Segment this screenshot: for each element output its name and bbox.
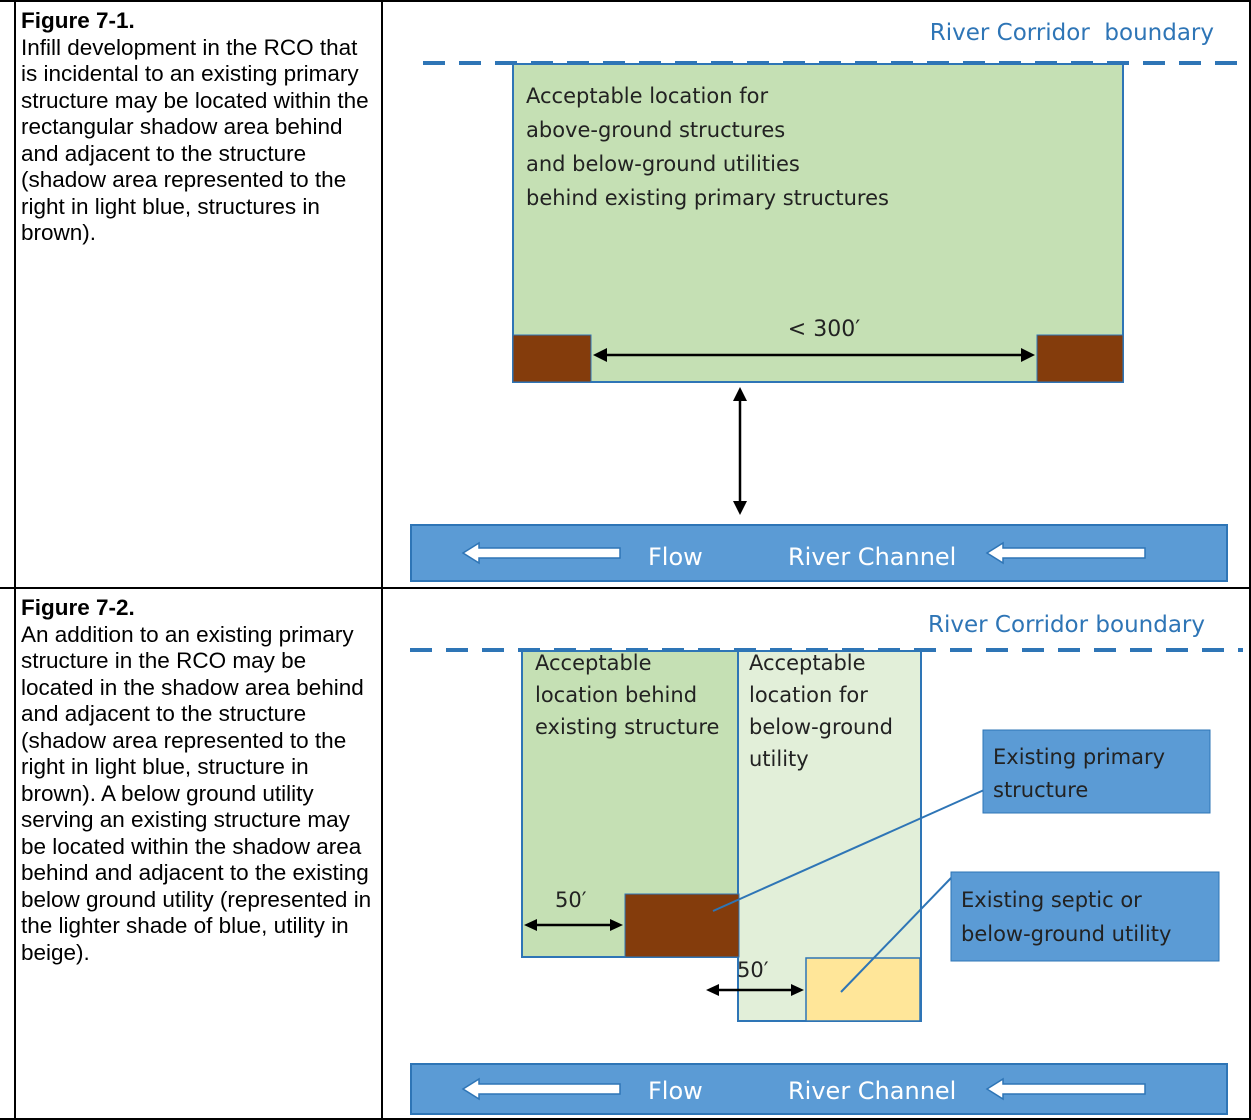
table-border-center [381, 0, 383, 1120]
figure-2-title: Figure 7-2. [21, 595, 135, 620]
existing-septic-utility [805, 957, 921, 1022]
flow-arrow-right [985, 541, 1146, 565]
figure-2-diagram: River Corridor boundary Acceptable locat… [410, 612, 1243, 1115]
arrowhead-down [733, 501, 747, 515]
existing-structure-left [512, 334, 592, 383]
table-border-left [14, 0, 16, 1120]
callout-leader-utility [840, 877, 952, 993]
callout-structure-line-1: Existing primary [993, 745, 1165, 769]
table-border-right [1249, 0, 1251, 1120]
figure-2-description: An addition to an existing primary struc… [21, 621, 372, 965]
existing-primary-structure [624, 893, 740, 958]
distance-label: < 300′ [788, 317, 860, 342]
arrowhead-left [593, 348, 607, 362]
callout-existing-septic [950, 871, 1220, 962]
figure-1-diagram: River Corridor boundary Acceptable locat… [410, 20, 1243, 582]
acceptable-area-label-line-1: Acceptable location for [526, 84, 768, 108]
right-area-label-line-2: location for [749, 683, 868, 707]
dimension-arrow-2-right-head [791, 984, 804, 996]
table-border-middle [0, 587, 1251, 589]
river-corridor-boundary-label: River Corridor boundary [930, 20, 1214, 46]
figure-1-caption: Figure 7-1. Infill development in the RC… [21, 8, 373, 247]
callout-utility-line-2: below-ground utility [961, 922, 1171, 946]
callout-structure-line-2: structure [993, 778, 1088, 802]
river-channel-label: River Channel [788, 1077, 956, 1105]
acceptable-area-label-line-2: above-ground structures [526, 118, 785, 142]
callout-leader-structure [712, 785, 994, 912]
arrowhead-right [1021, 348, 1035, 362]
river-channel-label: River Channel [788, 543, 956, 571]
table-border-bottom [0, 1118, 1251, 1120]
dimension-arrow-2-left-head [706, 984, 719, 996]
left-area-label-line-2: location behind [535, 683, 697, 707]
callout-utility-line-1: Existing septic or [961, 888, 1142, 912]
flow-label: Flow [648, 1077, 703, 1105]
acceptable-area-label-line-4: behind existing primary structures [526, 186, 889, 210]
flow-arrow-left [461, 541, 621, 565]
callout-existing-primary-structure [982, 729, 1211, 814]
left-area-label-line-1: Acceptable [535, 651, 652, 675]
existing-structure-right [1036, 334, 1124, 383]
right-area-label-line-4: utility [749, 747, 809, 771]
right-area-label-line-3: below-ground [749, 715, 893, 739]
acceptable-shadow-area [512, 63, 1124, 383]
acceptable-area-label-line-3: and below-ground utilities [526, 152, 800, 176]
dimension-label-1: 50′ [555, 888, 587, 912]
dimension-arrow-1-right-head [610, 919, 623, 931]
right-area-label-line-1: Acceptable [749, 651, 866, 675]
arrowhead-up [733, 387, 747, 401]
flow-arrow-left [461, 1077, 621, 1101]
dimension-arrow-1-left-head [524, 919, 537, 931]
figure-1-title: Figure 7-1. [21, 8, 135, 33]
dimension-label-2: 50′ [737, 958, 769, 982]
figure-1-description: Infill development in the RCO that is in… [21, 34, 369, 246]
flow-label: Flow [648, 543, 703, 571]
table-border-top [0, 0, 1251, 2]
river-corridor-boundary-label: River Corridor boundary [928, 612, 1205, 638]
flow-arrow-right [985, 1077, 1146, 1101]
figure-2-caption: Figure 7-2. An addition to an existing p… [21, 595, 373, 966]
left-area-label-line-3: existing structure [535, 715, 719, 739]
